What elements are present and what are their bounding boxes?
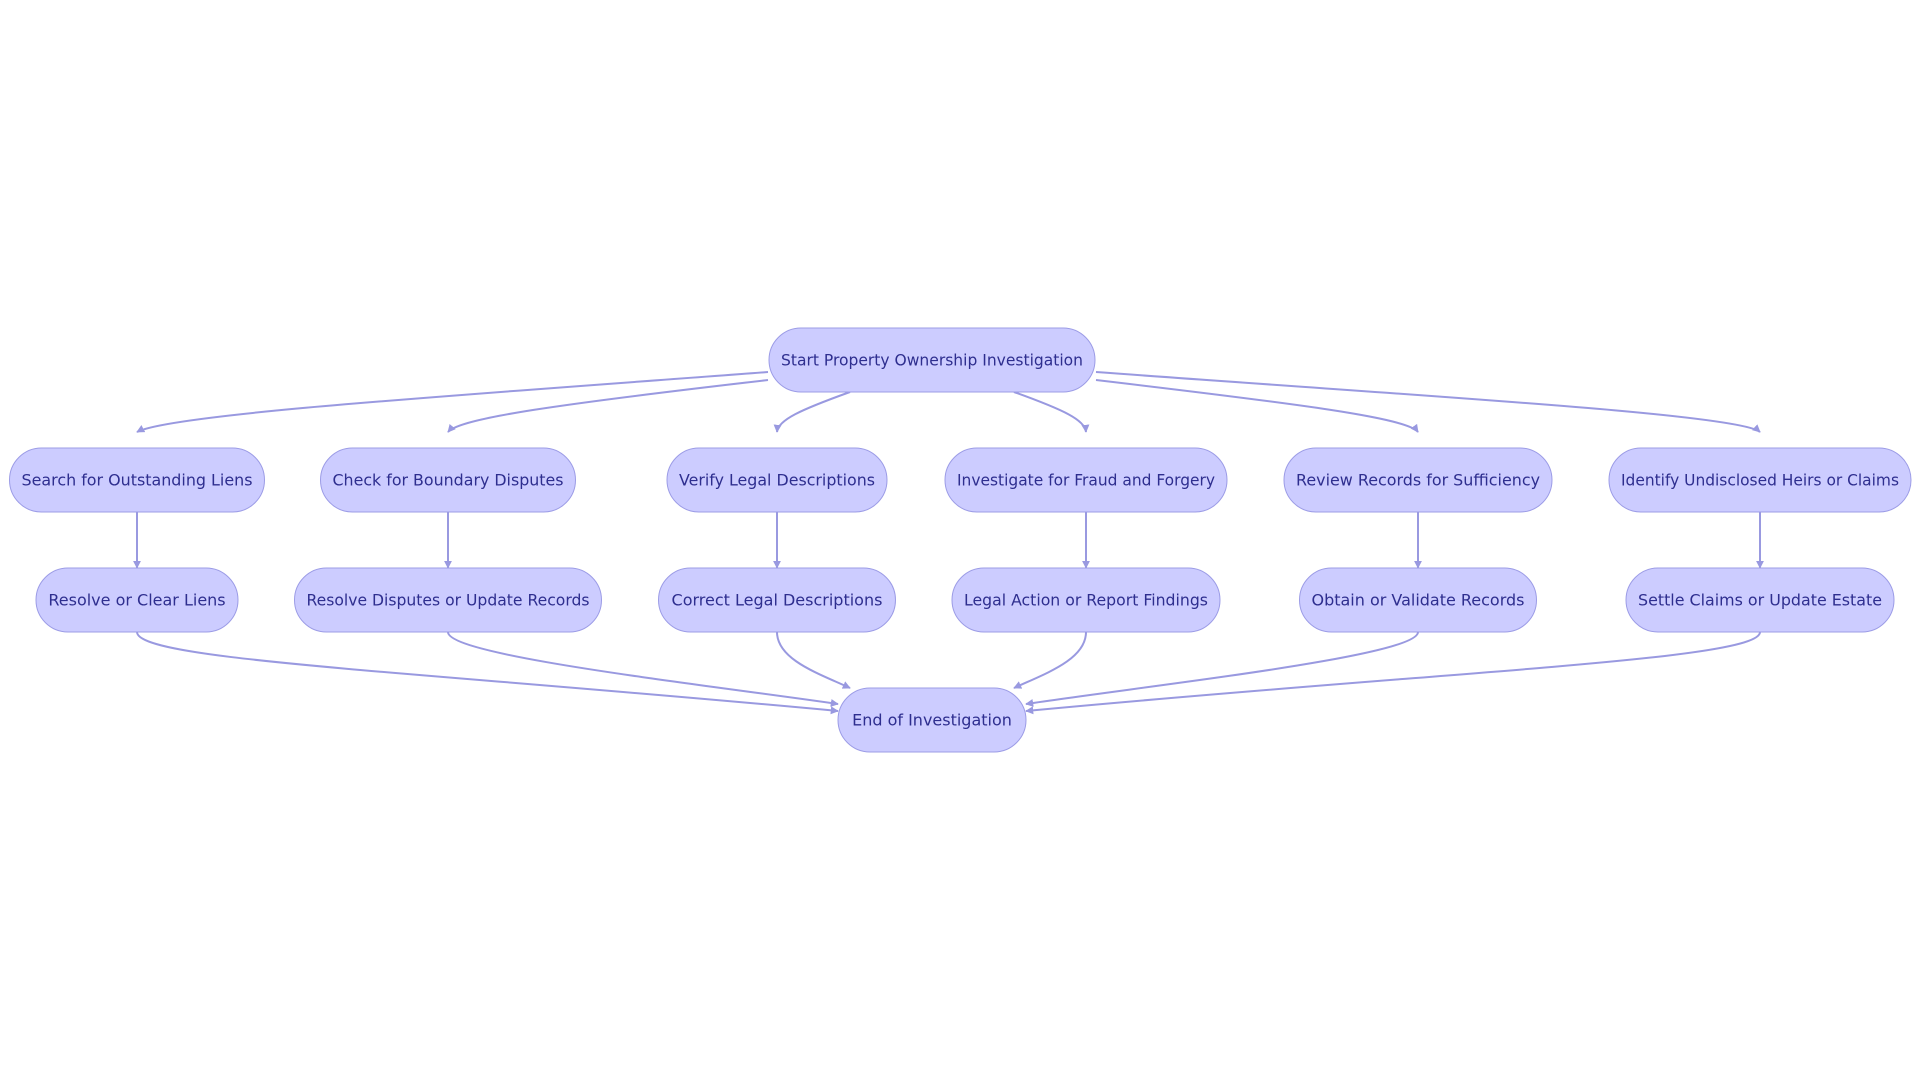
edge-start-to-records — [1095, 379, 1419, 433]
node-label: Verify Legal Descriptions — [679, 471, 875, 490]
node-clear-liens: Resolve or Clear Liens — [35, 567, 239, 633]
node-shape — [666, 447, 888, 513]
edge-start-to-legal — [773, 391, 851, 433]
edge-start-to-liens — [136, 371, 769, 433]
edge-start-to-fraud — [1013, 391, 1090, 433]
node-shape — [951, 567, 1221, 633]
node-heirs: Identify Undisclosed Heirs or Claims — [1608, 447, 1912, 513]
node-liens: Search for Outstanding Liens — [9, 447, 265, 513]
node-start: Start Property Ownership Investigation — [768, 327, 1096, 393]
node-fraud: Investigate for Fraud and Forgery — [944, 447, 1228, 513]
node-shape — [9, 447, 265, 513]
edge-resolve-disputes-to-end — [447, 631, 839, 707]
node-label: Resolve or Clear Liens — [48, 591, 225, 610]
node-label: Identify Undisclosed Heirs or Claims — [1621, 471, 1899, 490]
node-legal: Verify Legal Descriptions — [666, 447, 888, 513]
node-label: Review Records for Sufficiency — [1296, 471, 1540, 490]
edge-start-to-boundary — [447, 379, 769, 433]
edge-clear-liens-to-end — [136, 631, 839, 715]
node-shape — [658, 567, 896, 633]
node-settle-claims: Settle Claims or Update Estate — [1625, 567, 1895, 633]
node-label: Check for Boundary Disputes — [333, 471, 564, 490]
node-label: Correct Legal Descriptions — [672, 591, 883, 610]
edge-start-to-heirs — [1095, 371, 1761, 433]
node-label: Search for Outstanding Liens — [22, 471, 253, 490]
edge-correct-legal-to-end — [776, 631, 851, 689]
node-label: Start Property Ownership Investigation — [781, 351, 1083, 370]
node-label: Investigate for Fraud and Forgery — [957, 471, 1215, 490]
node-shape — [1625, 567, 1895, 633]
edges-layer — [133, 371, 1764, 715]
node-resolve-disputes: Resolve Disputes or Update Records — [294, 567, 602, 633]
node-shape — [944, 447, 1228, 513]
node-shape — [1299, 567, 1537, 633]
edge-validate-records-to-end — [1025, 631, 1419, 707]
edge-legal-action-to-end — [1013, 631, 1087, 689]
node-label: End of Investigation — [852, 711, 1012, 730]
node-legal-action: Legal Action or Report Findings — [951, 567, 1221, 633]
node-shape — [294, 567, 602, 633]
node-label: Legal Action or Report Findings — [964, 591, 1208, 610]
node-shape — [320, 447, 576, 513]
node-correct-legal: Correct Legal Descriptions — [658, 567, 896, 633]
edge-settle-claims-to-end — [1025, 631, 1761, 715]
node-label: Settle Claims or Update Estate — [1638, 591, 1882, 610]
node-validate-records: Obtain or Validate Records — [1299, 567, 1537, 633]
node-shape — [1608, 447, 1912, 513]
node-shape — [837, 687, 1027, 753]
node-label: Obtain or Validate Records — [1312, 591, 1525, 610]
node-shape — [35, 567, 239, 633]
node-shape — [768, 327, 1096, 393]
node-end: End of Investigation — [837, 687, 1027, 753]
nodes-layer: Start Property Ownership InvestigationSe… — [9, 327, 1912, 753]
node-label: Resolve Disputes or Update Records — [307, 591, 590, 610]
node-shape — [1283, 447, 1553, 513]
node-records: Review Records for Sufficiency — [1283, 447, 1553, 513]
node-boundary: Check for Boundary Disputes — [320, 447, 576, 513]
